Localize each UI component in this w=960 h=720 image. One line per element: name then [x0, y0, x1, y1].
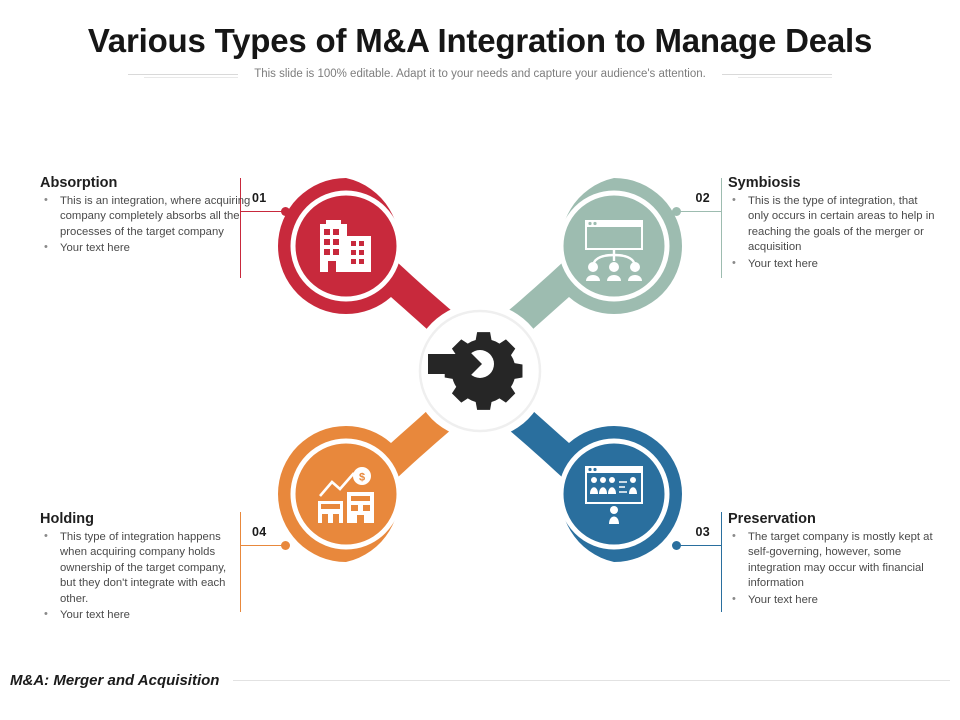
petal-ring-04 — [290, 438, 402, 550]
buildings-growth-dollar-icon: $ — [318, 467, 374, 523]
connector-vrule-04 — [240, 512, 242, 612]
segment-number-01: 01 — [252, 191, 267, 205]
connector-vrule-03 — [720, 512, 722, 612]
subtitle-rule-left — [128, 73, 239, 78]
segment-text-preservation: Preservation The target company is mostl… — [728, 511, 936, 609]
segment-number-03: 03 — [695, 525, 710, 539]
connector-vrule-02 — [720, 178, 722, 278]
ma-integration-diagram: $ — [258, 160, 702, 580]
subtitle-row: This slide is 100% editable. Adapt it to… — [0, 68, 960, 80]
footer-rule — [233, 680, 950, 681]
connector-dot-04 — [281, 541, 290, 550]
segment-title-absorption: Absorption — [40, 175, 118, 191]
list-item: The target company is mostly kept at sel… — [728, 529, 936, 592]
footer: M&A: Merger and Acquisition — [10, 672, 950, 689]
office-buildings-icon — [320, 220, 371, 272]
petal-ring-02 — [558, 190, 670, 302]
connector-dot-01 — [281, 207, 290, 216]
segment-number-04: 04 — [252, 525, 267, 539]
subtitle-rule-right — [721, 73, 832, 78]
page-title: Various Types of M&A Integration to Mana… — [87, 22, 873, 59]
connector-dot-03 — [672, 541, 681, 550]
segment-text-symbiosis: Symbiosis This is the type of integratio… — [728, 175, 936, 273]
segment-number-02: 02 — [695, 191, 710, 205]
connector-hrule-04 — [240, 545, 285, 547]
list-item: Your text here — [728, 592, 936, 608]
segment-bullets-holding: This type of integration happens when ac… — [40, 529, 240, 623]
segment-title-preservation: Preservation — [728, 511, 816, 527]
team-network-board-icon — [585, 220, 643, 281]
segment-title-symbiosis: Symbiosis — [728, 175, 801, 191]
svg-text:$: $ — [359, 471, 365, 483]
list-item: Your text here — [728, 256, 936, 272]
segment-bullets-symbiosis: This is the type of integration, that on… — [728, 193, 936, 272]
segment-bullets-preservation: The target company is mostly kept at sel… — [728, 529, 936, 608]
page-subtitle: This slide is 100% editable. Adapt it to… — [254, 68, 706, 80]
petal-ring-03 — [558, 438, 670, 550]
connector-hrule-02 — [677, 211, 722, 213]
connector-02: 02 — [660, 178, 722, 286]
segment-text-holding: Holding This type of integration happens… — [40, 511, 240, 624]
segment-text-absorption: Absorption This is an integration, where… — [40, 175, 254, 258]
footer-note: M&A: Merger and Acquisition — [10, 672, 220, 689]
list-item: Your text here — [40, 607, 240, 623]
connector-03: 03 — [660, 512, 722, 620]
gear-arrow-integration-icon — [428, 332, 523, 410]
segment-title-holding: Holding — [40, 511, 94, 527]
center-hub[interactable] — [412, 303, 548, 439]
list-item: This is the type of integration, that on… — [728, 193, 936, 256]
connector-hrule-01 — [240, 211, 285, 213]
list-item: Your text here — [40, 240, 254, 256]
list-item: This type of integration happens when ac… — [40, 529, 240, 607]
presentation-screen-people-icon — [585, 466, 643, 524]
connector-dot-02 — [672, 207, 681, 216]
list-item: This is an integration, where acquiring … — [40, 193, 254, 240]
petal-ring-01 — [290, 190, 402, 302]
segment-bullets-absorption: This is an integration, where acquiring … — [40, 193, 254, 257]
connector-04: 04 — [240, 512, 300, 620]
connector-hrule-03 — [677, 545, 722, 547]
